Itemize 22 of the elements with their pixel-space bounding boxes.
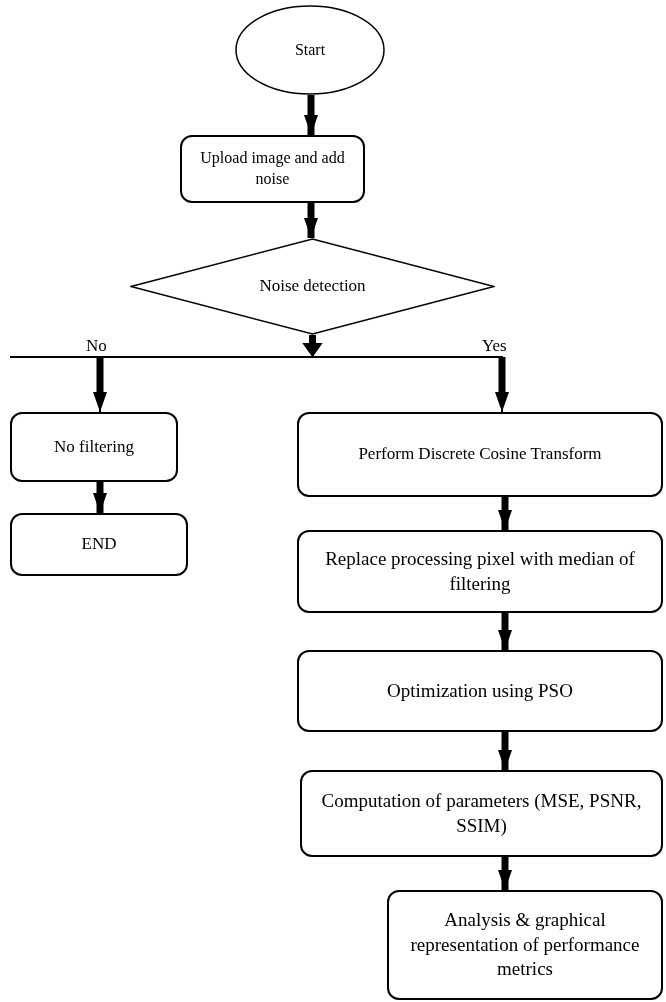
node-text: Analysis & graphical representation of performance metrics bbox=[409, 907, 641, 982]
edge-label: Yes bbox=[480, 337, 509, 354]
start-ellipse bbox=[235, 5, 385, 95]
process-box bbox=[297, 412, 663, 497]
node-text: Noise detection bbox=[258, 275, 367, 298]
node-text: Optimization using PSO bbox=[386, 678, 574, 703]
end-box bbox=[10, 513, 188, 576]
edge-label: No bbox=[84, 337, 109, 354]
process-box bbox=[297, 650, 663, 732]
process-box bbox=[297, 530, 663, 613]
node-text: Start bbox=[293, 39, 327, 60]
decision-diamond bbox=[130, 238, 495, 335]
node-text: Perform Discrete Cosine Transform bbox=[357, 443, 603, 466]
node-text: Upload image and add noise bbox=[199, 148, 346, 189]
node-text: Computation of parameters (MSE, PSNR, SSIM) bbox=[320, 788, 643, 838]
process-box bbox=[10, 412, 178, 482]
process-box bbox=[180, 135, 365, 203]
process-box bbox=[387, 890, 663, 1000]
node-text: Replace processing pixel with median of filtering bbox=[324, 546, 636, 596]
node-text: END bbox=[80, 533, 118, 556]
node-text: No filtering bbox=[53, 435, 135, 458]
process-box bbox=[300, 770, 663, 857]
